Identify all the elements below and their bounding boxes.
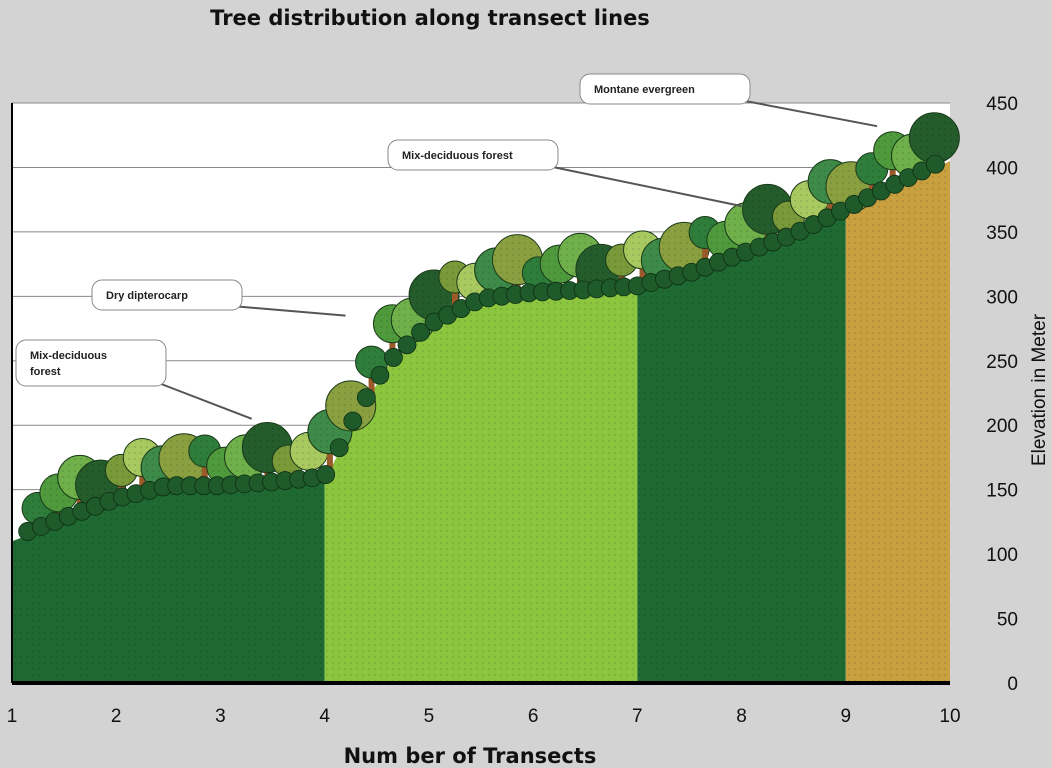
y-tick-label: 400	[986, 158, 1018, 179]
callout-pointer	[739, 99, 878, 128]
tree-trunk	[201, 451, 208, 490]
y-tick-labels: 0 50 100 150 200 250 300 350 400 450	[986, 94, 1018, 695]
callout-box	[387, 139, 559, 171]
shrub	[370, 365, 390, 385]
callout-pointer	[231, 305, 346, 317]
shrub	[356, 388, 376, 407]
x-tick-label: 1	[7, 706, 18, 727]
callout-box	[15, 339, 167, 387]
shrub	[397, 335, 417, 355]
tree-crown-texture	[909, 112, 960, 163]
y-tick-label: 50	[997, 610, 1018, 631]
callout-label: Dry dipterocarp	[106, 290, 188, 302]
y-tick-label: 150	[986, 481, 1018, 502]
callout-label: Mix-deciduous	[30, 350, 107, 362]
shrub	[343, 411, 363, 431]
callout-label: Montane evergreen	[594, 84, 695, 96]
callout-label: forest	[30, 366, 61, 378]
x-tick-labels: 1 2 3 4 5 6 7 8 9 10	[7, 706, 961, 727]
shrub	[926, 154, 945, 174]
y-tick-label: 0	[1007, 674, 1018, 695]
x-tick-label: 2	[111, 706, 122, 727]
callout-label: Mix-deciduous forest	[402, 150, 513, 162]
tree-trunk	[451, 277, 458, 316]
y-tick-label: 450	[986, 94, 1018, 115]
x-axis-label: Num ber of Transects	[343, 744, 597, 768]
callout-pointer	[155, 381, 253, 420]
x-tick-label: 8	[736, 706, 747, 727]
x-tick-label: 3	[215, 706, 226, 727]
y-tick-label: 250	[986, 352, 1018, 373]
callout-pointer	[547, 165, 742, 208]
terrain-texture	[845, 161, 950, 683]
y-tick-label: 300	[986, 287, 1018, 308]
callout-box	[579, 73, 751, 105]
y-tick-label: 350	[986, 223, 1018, 244]
x-tick-label: 10	[939, 706, 960, 727]
y-tick-label: 200	[986, 416, 1018, 437]
x-tick-label: 6	[528, 706, 539, 727]
shrub	[411, 322, 430, 342]
callout-box	[91, 279, 243, 311]
y-axis-label: Elevation in Meter	[1029, 313, 1050, 467]
tree-trunk	[702, 232, 709, 272]
x-tick-label: 5	[424, 706, 435, 727]
shrub	[384, 348, 403, 367]
x-tick-label: 9	[840, 706, 851, 727]
shrub	[329, 438, 349, 458]
chart-title: Tree distribution along transect lines	[210, 6, 650, 30]
tree-illustrations	[18, 112, 960, 541]
y-tick-label: 100	[986, 545, 1018, 566]
x-tick-label: 7	[632, 706, 643, 727]
shrub	[316, 465, 336, 484]
x-tick-label: 4	[319, 706, 330, 727]
